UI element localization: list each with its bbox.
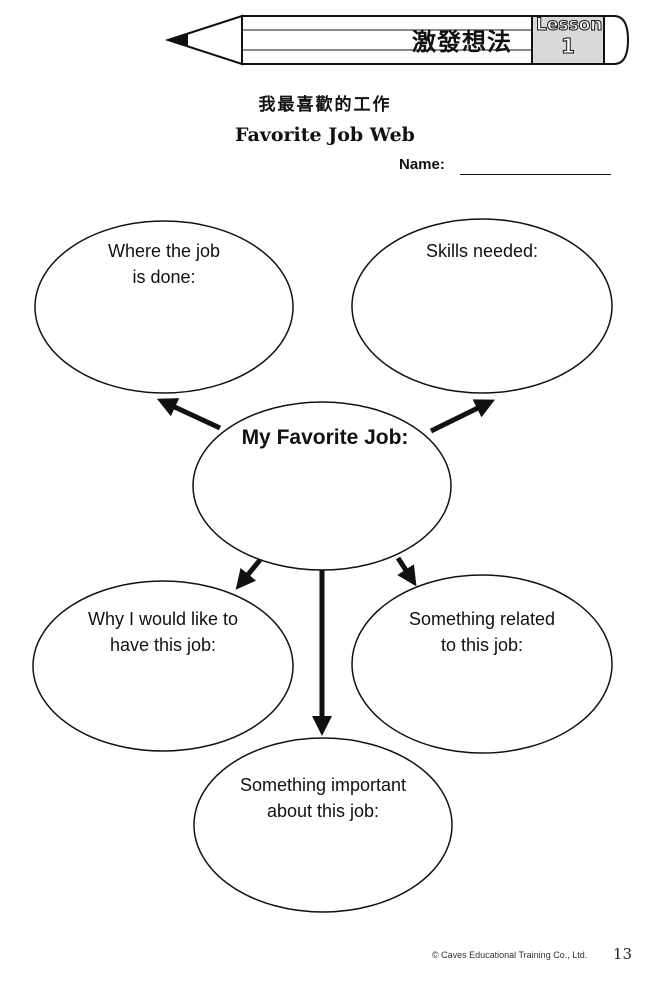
pencil-eraser [603,15,630,65]
name-input-line[interactable] [460,174,611,175]
skills-label: Skills needed: [425,241,539,261]
why-label: Why I would like to have this job: [87,609,239,655]
related-oval[interactable] [351,574,613,754]
important-oval[interactable] [193,737,453,913]
skills-oval[interactable] [351,218,613,394]
important-label: Something important about this job: [239,775,407,821]
page-title-chinese: 我最喜歡的工作 [258,95,392,115]
arrow-to-why [235,558,262,590]
center-label: My Favorite Job: [241,426,409,449]
related-label: Something related to this job: [408,609,556,655]
where-label: Where the job is done: [107,241,221,287]
page-title-english: Favorite Job Web [235,124,415,146]
arrow-to-related [395,556,417,587]
copyright-text: © Caves Educational Training Co., Ltd. [432,950,588,960]
why-oval[interactable] [32,580,294,752]
arrow-to-skills [429,399,495,434]
pencil-title: 激發想法 [412,28,512,56]
page-number: 13 [613,945,633,963]
name-label: Name: [399,156,445,173]
lesson-number: 1 [561,34,576,59]
pencil-banner [164,14,630,66]
lesson-label: Lesson [536,15,603,36]
where-oval[interactable] [34,220,294,394]
arrow-to-where [156,398,222,431]
pencil-lead [168,33,188,47]
